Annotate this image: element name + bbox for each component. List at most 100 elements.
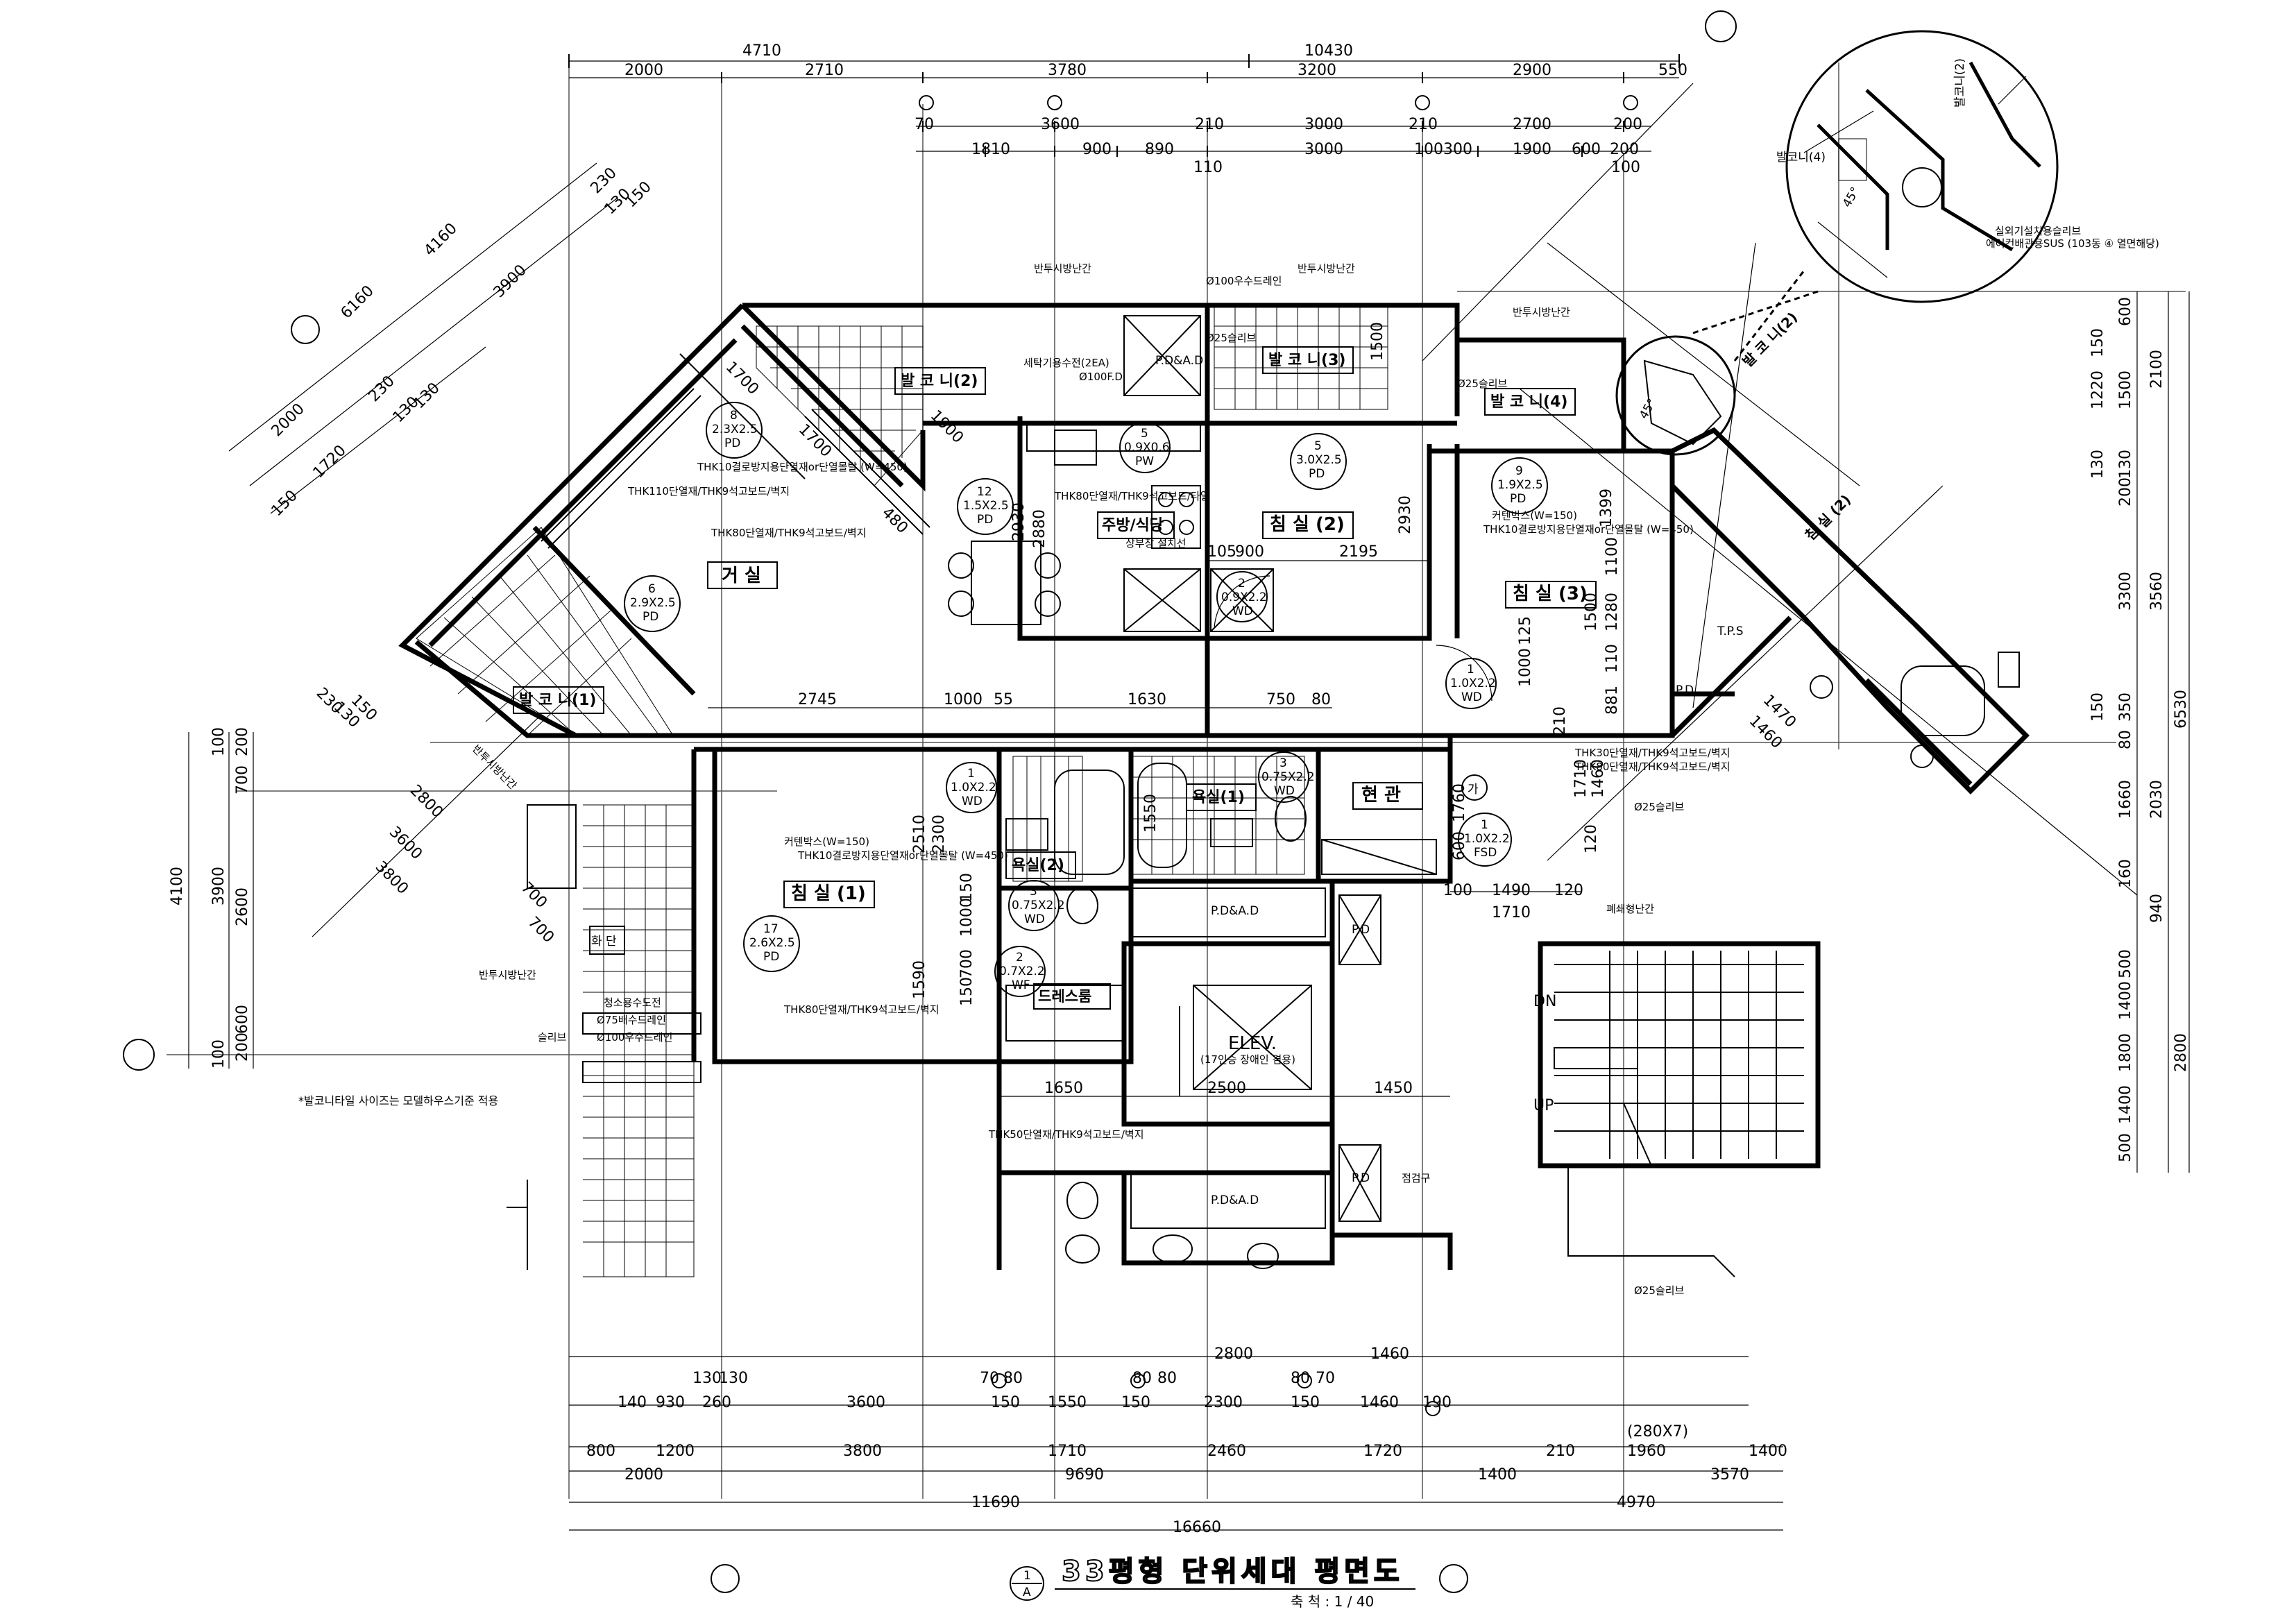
room-dressroom: 드레스룸 — [1038, 988, 1091, 1005]
svg-text:750: 750 — [1266, 691, 1295, 708]
svg-text:1: 1 — [967, 767, 975, 781]
svg-text:2.9X2.5: 2.9X2.5 — [630, 596, 676, 610]
svg-text:PD: PD — [724, 436, 740, 450]
note-insulation-2: THK110단열재/THK9석고보드/벽지 — [627, 485, 790, 498]
note-curtain-bed1: 커텐박스(W=150) — [784, 835, 869, 848]
svg-text:210: 210 — [1551, 706, 1569, 736]
dim-top-2900: 2900 — [1513, 62, 1551, 79]
balcony-tiles — [416, 305, 1388, 1277]
dim-diag-150: 150 — [269, 487, 301, 520]
note-sleeve-2: Ø25슬리브 — [1457, 377, 1507, 390]
dim-top-2710: 2710 — [805, 62, 844, 79]
dim-bot-1200: 1200 — [656, 1443, 695, 1460]
room-bed-right: 침 실 (2) — [1802, 491, 1855, 544]
label-pd-2: P.D — [1352, 1171, 1370, 1185]
note-insulation-bed1: THK10결로방지용단열재or단열몰탈 (W=450) — [797, 849, 1008, 862]
dim-top-890: 890 — [1145, 141, 1174, 158]
note-washer: 세탁기용수전(2EA) — [1023, 357, 1109, 369]
svg-text:1490: 1490 — [1492, 882, 1531, 899]
grid-lines — [167, 62, 2186, 1499]
note-faucet: 청소용수도전 — [604, 996, 661, 1009]
dim-bot-2000: 2000 — [624, 1466, 663, 1484]
dim-bot-930: 930 — [656, 1394, 685, 1411]
note-insulation-1: THK10결로방지용단열재or단열몰탈 (W=450) — [697, 461, 908, 473]
note-closed-railing: 폐쇄형난간 — [1606, 903, 1654, 915]
dim-left-200b: 200 — [234, 1033, 251, 1062]
note-railing-2: 반투시방난간 — [1298, 262, 1355, 275]
dim-diag-700b: 700 — [525, 914, 557, 946]
dim-bot-3600: 3600 — [847, 1394, 885, 1411]
dim-right-1800: 1800 — [2117, 1033, 2134, 1072]
svg-text:PW: PW — [1135, 454, 1154, 468]
dim-right-2800: 2800 — [2172, 1033, 2190, 1072]
svg-text:2195: 2195 — [1339, 543, 1378, 561]
tile-size-note: *발코니타일 사이즈는 모델하우스기준 적용 — [298, 1094, 498, 1107]
svg-text:125: 125 — [1517, 616, 1534, 645]
svg-text:WD: WD — [1232, 604, 1253, 618]
svg-text:2880: 2880 — [1031, 509, 1048, 548]
dim-bot-130a: 130 — [692, 1370, 722, 1387]
svg-text:1500: 1500 — [1583, 593, 1600, 631]
room-hwadan: 화 단 — [591, 935, 617, 949]
dim-left-2600: 2600 — [234, 887, 251, 926]
dim-top-110: 110 — [1193, 159, 1223, 176]
svg-text:55: 55 — [994, 691, 1013, 708]
door-code-2-dress: 2 0.7X2.2 WF — [994, 946, 1046, 997]
svg-text:1590: 1590 — [911, 960, 928, 999]
dim-bot-140: 140 — [618, 1394, 647, 1411]
dim-top-2700: 2700 — [1513, 116, 1551, 133]
room-living: 거 실 — [722, 566, 761, 586]
dim-left-700: 700 — [234, 765, 251, 794]
svg-text:FSD: FSD — [1474, 846, 1497, 860]
dim-bot-1960: 1960 — [1627, 1443, 1666, 1460]
svg-text:0.9X0.6: 0.9X0.6 — [1124, 441, 1170, 454]
grid-bubble-ga: 가 — [1468, 783, 1479, 797]
svg-text:2930: 2930 — [1397, 495, 1414, 534]
dim-right-200: 200 — [2117, 477, 2134, 507]
dim-right-1500: 1500 — [2117, 371, 2134, 409]
dim-bot-150c: 150 — [1291, 1394, 1320, 1411]
dim-right-1660: 1660 — [2117, 780, 2134, 819]
svg-text:80: 80 — [1311, 691, 1331, 708]
door-code-2-bed2: 2 0.9X2.2 WD — [1216, 571, 1268, 622]
dimensions-left: 4100 100 3900 100 200 700 2600 600 200 — [169, 727, 254, 1069]
dim-right-150a: 150 — [2089, 328, 2107, 357]
dim-bot-80b: 80 — [1132, 1370, 1152, 1387]
svg-text:480: 480 — [878, 504, 911, 537]
dim-diag-700a: 700 — [518, 879, 550, 912]
svg-text:WD: WD — [1461, 690, 1482, 704]
dim-top-200a: 200 — [1613, 116, 1642, 133]
door-code-5a: 5 0.9X0.6 PW — [1119, 422, 1171, 473]
room-bath2: 욕실(2) — [1012, 857, 1064, 874]
dim-top-2000: 2000 — [624, 62, 663, 79]
label-stair-dn: DN — [1533, 993, 1556, 1010]
note-aircon-sus: 에어컨배관용SUS (103동 ④ 열면해당) — [1986, 237, 2159, 250]
svg-text:0.9X2.2: 0.9X2.2 — [1221, 590, 1267, 604]
svg-text:1760: 1760 — [1451, 783, 1468, 822]
label-tps: T.P.S — [1717, 624, 1744, 638]
svg-text:1650: 1650 — [1044, 1080, 1083, 1097]
svg-text:110: 110 — [1604, 644, 1621, 673]
dim-top-10430: 10430 — [1304, 42, 1353, 60]
title-block: 1 A 33평형 단위세대 평면도 축 척 : 1 / 40 — [1010, 1555, 1415, 1610]
dim-top-3000b: 3000 — [1304, 141, 1343, 158]
dim-top-3780: 3780 — [1048, 62, 1087, 79]
svg-text:1700: 1700 — [722, 359, 762, 398]
detail-angle-label: 45° — [1840, 185, 1862, 210]
svg-text:2: 2 — [1238, 577, 1245, 590]
svg-text:1630: 1630 — [1128, 691, 1166, 708]
dim-bot-11690: 11690 — [971, 1494, 1020, 1511]
dim-bot-80c: 80 — [1157, 1370, 1177, 1387]
dim-bot-800: 800 — [586, 1443, 615, 1460]
dim-diag-4160: 4160 — [421, 220, 461, 260]
svg-text:12: 12 — [977, 485, 992, 499]
door-code-3-bath1: 3 0.75X2.2 WD — [1258, 751, 1315, 803]
room-bed1: 침 실 (1) — [791, 883, 866, 904]
svg-text:6: 6 — [648, 582, 656, 596]
dim-diag-3900: 3900 — [491, 262, 530, 301]
dim-right-150b: 150 — [2089, 692, 2107, 722]
note-sleeve-5: 슬리브 — [538, 1031, 567, 1044]
dim-left-100b: 100 — [210, 1039, 228, 1069]
svg-text:PD: PD — [977, 513, 993, 527]
